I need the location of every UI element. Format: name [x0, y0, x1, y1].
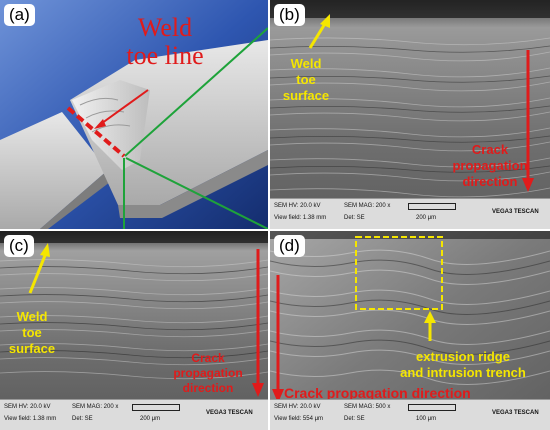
crack-direction-label-d: Crack propagation direction [284, 385, 471, 401]
instrument-brand: VEGA3 TESCAN [492, 410, 539, 416]
weld-toe-dashed-line [66, 106, 126, 158]
sem-info-bar-c: SEM HV: 20.0 kV SEM MAG: 200 x View fiel… [0, 399, 268, 430]
instrument-brand: VEGA3 TESCAN [492, 209, 539, 215]
crack-direction-label-c: Crack propagation direction [162, 351, 254, 396]
direction-word: direction [462, 174, 518, 189]
toe-word: toe [296, 72, 316, 87]
scale-value: 200 μm [416, 215, 437, 221]
sem-image-d [270, 231, 550, 430]
panel-label-d: (d) [274, 235, 305, 257]
panel-b: (b) Weld toe surface Crack propagation d… [270, 0, 550, 229]
surface-word: surface [282, 88, 330, 103]
direction-word: direction [182, 381, 234, 395]
sem-info-bar-b: SEM HV: 20.0 kV SEM MAG: 200 x View fiel… [270, 198, 550, 229]
scale-bar [408, 203, 456, 210]
detector: Det: SE [72, 416, 93, 422]
panel-label-b: (b) [274, 4, 305, 26]
weld-toe-line-label: Weld toe line [110, 14, 220, 70]
sem-mag: SEM MAG: 200 x [72, 404, 119, 410]
instrument-brand: VEGA3 TESCAN [206, 410, 253, 416]
specimen-photo [0, 0, 268, 229]
weld-label-line1: Weld [137, 13, 193, 42]
crack-direction-label-b: Crack propagation direction [440, 142, 540, 190]
propagation-word: propagation [452, 158, 528, 173]
weld-word: Weld [16, 309, 48, 324]
crack-word: Crack [471, 142, 509, 157]
ridge-line2: and intrusion trench [400, 365, 526, 380]
weld-toe-arrow-c [28, 252, 48, 294]
highlight-box [355, 236, 443, 310]
scale-value: 200 μm [140, 416, 161, 422]
sem-info-bar-d: SEM HV: 20.0 kV SEM MAG: 500 x View fiel… [270, 399, 550, 430]
sem-image-c [0, 231, 268, 430]
panel-c: (c) Weld toe surface Crack propagation d… [0, 231, 268, 430]
panel-a: (a) Weld toe line [0, 0, 268, 229]
sem-hv: SEM HV: 20.0 kV [4, 404, 51, 410]
connector-to-b [124, 27, 268, 157]
scale-value: 100 μm [416, 416, 437, 422]
detector: Det: SE [344, 416, 365, 422]
weld-label-line2: toe line [126, 41, 204, 70]
detector: Det: SE [344, 215, 365, 221]
toe-word: toe [22, 325, 42, 340]
scale-bar [408, 404, 456, 411]
weld-toe-surface-label-b: Weld toe surface [276, 56, 336, 104]
sem-image-b [270, 0, 550, 229]
ridge-trench-label: extrusion ridge and intrusion trench [388, 349, 538, 381]
ridge-line1: extrusion ridge [416, 349, 510, 364]
sem-mag: SEM MAG: 500 x [344, 404, 391, 410]
crack-word: Crack [191, 351, 225, 365]
weld-word: Weld [290, 56, 322, 71]
sem-mag: SEM MAG: 200 x [344, 203, 391, 209]
sem-hv: SEM HV: 20.0 kV [274, 404, 321, 410]
view-field: View field: 554 μm [274, 416, 324, 422]
surface-word: surface [8, 341, 56, 356]
propagation-word: propagation [173, 366, 243, 380]
connector-to-d [125, 157, 268, 229]
panel-label-c: (c) [4, 235, 34, 257]
weld-toe-arrow [97, 89, 149, 127]
panel-d: (d) extrusion ridge and intrusion trench… [270, 231, 550, 430]
panel-label-a: (a) [4, 4, 35, 26]
scale-bar [132, 404, 180, 411]
weld-toe-arrow-b [308, 21, 328, 49]
sem-hv: SEM HV: 20.0 kV [274, 203, 321, 209]
weld-toe-surface-label-c: Weld toe surface [2, 309, 62, 357]
view-field: View field: 1.38 mm [4, 416, 57, 422]
view-field: View field: 1.38 mm [274, 215, 327, 221]
